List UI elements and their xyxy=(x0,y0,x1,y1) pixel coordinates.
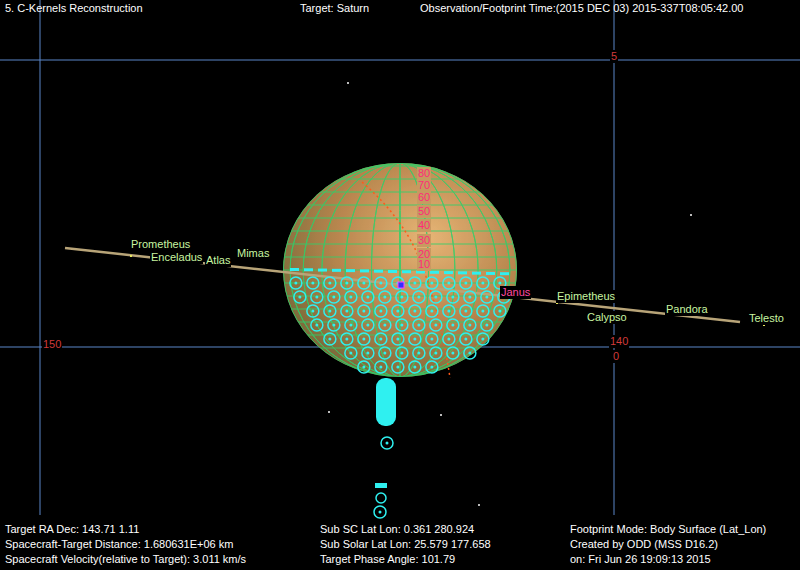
moon-label: Atlas xyxy=(205,254,231,267)
grid-line xyxy=(0,60,800,61)
lat-lon-grid xyxy=(270,163,530,377)
info-text: Target RA Dec: 143.71 1.11 xyxy=(5,523,139,536)
info-text: Footprint Mode: Body Surface (Lat_Lon) xyxy=(570,523,766,536)
moon-label: Mimas xyxy=(236,247,270,260)
info-text: Spacecraft Velocity(relative to Target):… xyxy=(5,553,246,566)
header-text: 5. C-Kernels Reconstruction xyxy=(5,2,143,15)
grid-number: 0 xyxy=(612,350,620,363)
info-text: Sub SC Lat Lon: 0.361 280.924 xyxy=(320,523,474,536)
moon-label: Enceladus xyxy=(150,251,203,264)
grid-number: 150 xyxy=(42,338,62,351)
moon-label: Pandora xyxy=(665,303,709,316)
moon-label: Epimetheus xyxy=(556,290,616,303)
grid-number: 5 xyxy=(610,50,618,63)
info-text: Created by ODD (MSS D16.2) xyxy=(570,538,718,551)
header-text: Observation/Footprint Time:(2015 DEC 03)… xyxy=(420,2,743,15)
moon-label: Calypso xyxy=(586,311,628,324)
moon-label: Janus xyxy=(500,286,531,299)
ring-plane xyxy=(65,248,740,322)
moon-label: Prometheus xyxy=(130,238,191,251)
grid-line xyxy=(614,0,615,515)
header-text: Target: Saturn xyxy=(300,2,369,15)
latitude-label: 60 xyxy=(417,191,431,204)
moon-label: Telesto xyxy=(748,312,785,325)
latitude-label: 30 xyxy=(417,234,431,247)
terminator-curve xyxy=(362,182,450,378)
latitude-label: 10 xyxy=(417,258,431,271)
info-text: Target Phase Angle: 101.79 xyxy=(320,553,455,566)
grid-number: 140 xyxy=(609,335,629,348)
grid-line xyxy=(40,0,41,515)
latitude-label: 50 xyxy=(417,205,431,218)
info-text: on: Fri Jun 26 19:09:13 2015 xyxy=(570,553,711,566)
footprints xyxy=(290,268,510,518)
moon-dot xyxy=(130,255,132,257)
info-text: Spacecraft-Target Distance: 1.680631E+06… xyxy=(5,538,233,551)
latitude-label: 40 xyxy=(417,219,431,232)
info-text: Sub Solar Lat Lon: 25.579 177.658 xyxy=(320,538,491,551)
sub-sc-marker xyxy=(398,282,404,288)
